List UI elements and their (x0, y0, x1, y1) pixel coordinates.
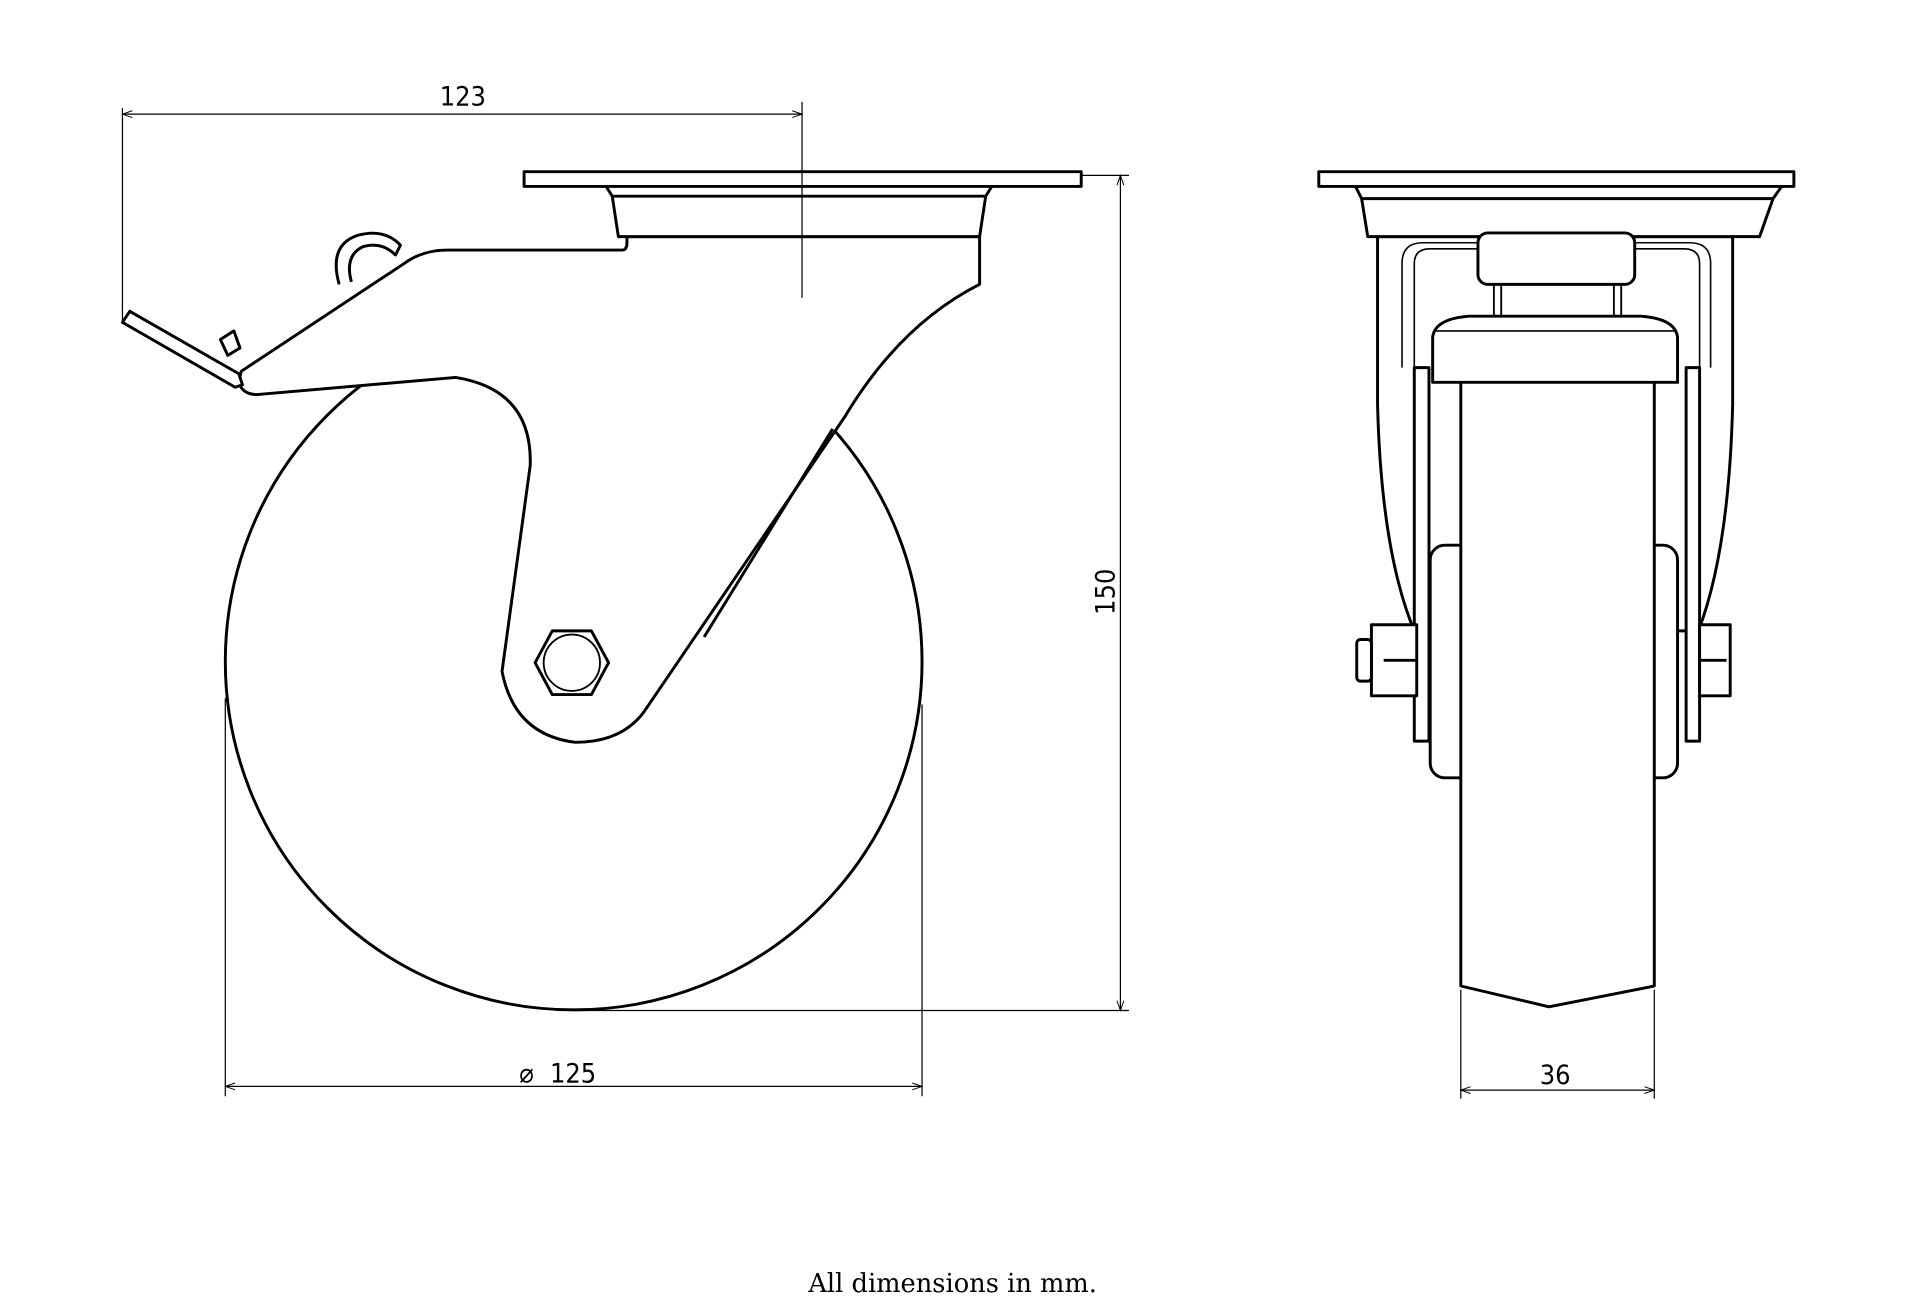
top-plate-front (1317, 170, 1796, 188)
diameter-symbol: ⌀ (519, 1059, 534, 1090)
brake-ring (334, 231, 402, 285)
dim-label-diameter: 125 (550, 1059, 596, 1090)
footer-note: All dimensions in mm. (807, 1269, 1097, 1299)
brake-shoe-front (1431, 314, 1680, 384)
front-view: 36 (1317, 170, 1796, 1099)
brake-springs (1492, 284, 1623, 317)
swivel-head-side (604, 184, 994, 239)
dim-label-width: 36 (1540, 1060, 1571, 1091)
axle-nut-left (1355, 623, 1419, 698)
axle-nut-right (1698, 623, 1732, 698)
fork-leg-right (1684, 366, 1702, 743)
dim-label-offset: 123 (440, 82, 486, 113)
side-view: 123 150 ⌀ 125 (120, 82, 1129, 1097)
brake-tab (218, 329, 242, 357)
dim-label-height: 150 (1090, 569, 1121, 615)
fork-inner-line (702, 428, 834, 638)
axle-nut-side (533, 629, 611, 697)
brake-lever (120, 309, 244, 389)
swivel-head-front (1354, 184, 1784, 239)
fork-side (237, 235, 982, 744)
wheel-tread-front (1459, 375, 1656, 1009)
brake-pedal-front (1476, 231, 1637, 286)
